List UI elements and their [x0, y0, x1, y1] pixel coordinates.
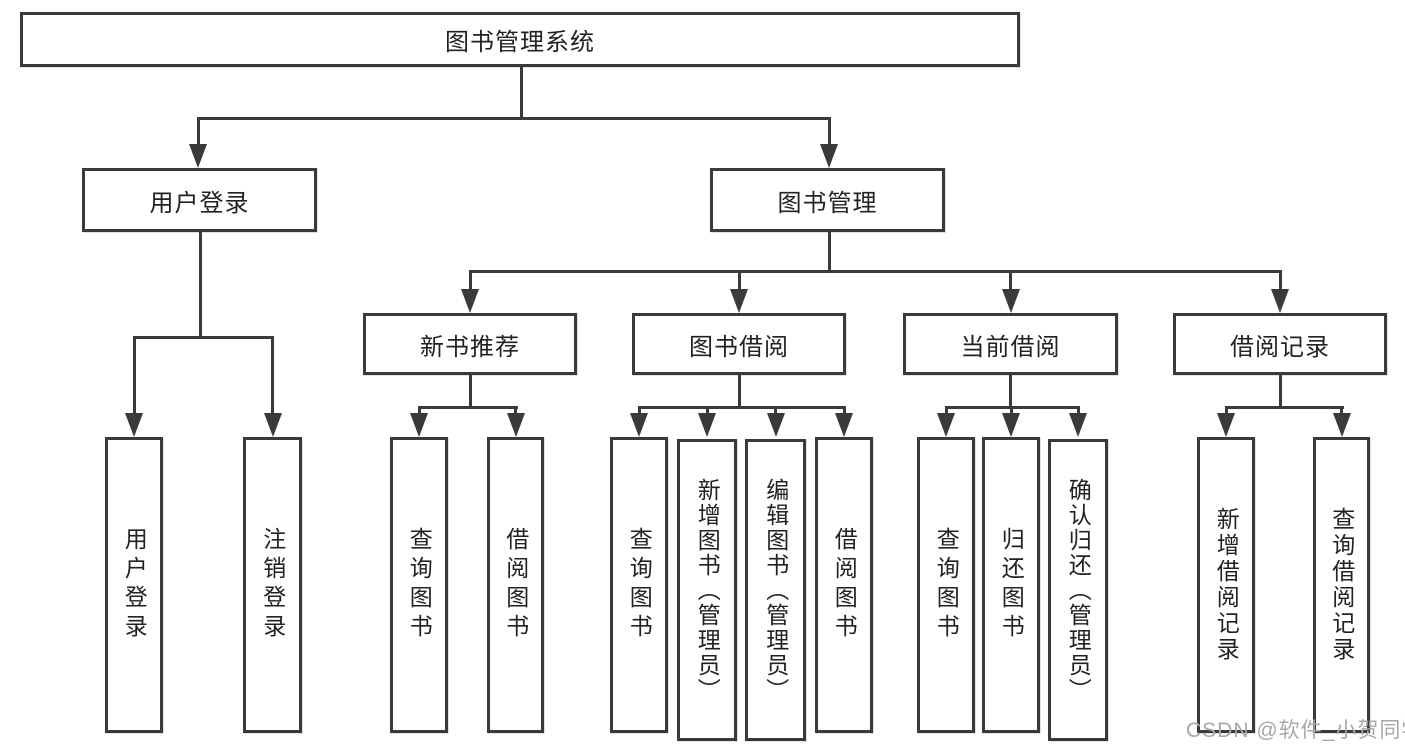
arrow-leaf	[944, 407, 948, 413]
connector-new-book-stub	[468, 375, 472, 408]
node-label: 图书借阅	[689, 333, 789, 361]
arrow-to-user-login	[196, 118, 200, 144]
node-user-login: 用户登录	[82, 168, 317, 232]
leaf-user-login: 用户登录	[105, 437, 163, 733]
arrow-to-leaf-logout	[271, 337, 274, 413]
leaf-borrow-books-recommend: 借阅图书	[487, 437, 544, 733]
leaf-query-borrow-record: 查询借阅记录	[1313, 437, 1370, 733]
leaf-label: 查询图书	[406, 527, 433, 643]
arrow-leaf	[637, 407, 641, 413]
arrow-leaf	[774, 407, 777, 413]
arrow-leaf	[1009, 407, 1013, 413]
connector-branch-book-borrow	[637, 406, 846, 409]
arrow-to-current-borrow	[1009, 271, 1012, 289]
arrow-to-book-management	[827, 118, 831, 144]
connector-root-stub	[520, 67, 523, 119]
connector-branch-new-book	[417, 406, 518, 409]
node-label: 借阅记录	[1230, 333, 1330, 361]
csdn-watermark: CSDN @软件_小贺同学	[1186, 719, 1405, 742]
arrow-leaf	[417, 407, 421, 413]
node-label: 用户登录	[149, 189, 250, 217]
leaf-label: 用户登录	[121, 527, 148, 643]
connector-branch-level3	[468, 270, 1282, 273]
leaf-add-borrow-record: 新增借阅记录	[1197, 437, 1255, 733]
node-label: 当前借阅	[960, 333, 1061, 361]
connector-branch-user-login	[132, 336, 274, 339]
arrow-leaf	[1076, 407, 1080, 413]
node-label: 图书管理	[777, 189, 878, 217]
connector-branch-level2	[197, 117, 831, 120]
leaf-label: 归还图书	[998, 527, 1025, 643]
leaf-label: 编辑图书（管理员）	[762, 477, 789, 703]
leaf-logout: 注销登录	[243, 437, 302, 733]
leaf-add-book-admin: 新增图书（管理员）	[677, 439, 737, 741]
arrow-to-borrow-records	[1278, 271, 1282, 289]
arrow-leaf	[1224, 407, 1228, 413]
node-borrow-records: 借阅记录	[1173, 313, 1387, 375]
leaf-label: 注销登录	[259, 527, 286, 643]
leaf-label: 查询图书	[933, 527, 960, 643]
leaf-query-books-recommend: 查询图书	[390, 437, 448, 733]
leaf-query-books-current: 查询图书	[917, 437, 975, 733]
leaf-label: 新增借阅记录	[1213, 507, 1240, 663]
connector-branch-borrow-records	[1224, 406, 1344, 409]
connector-user-login-stub	[198, 232, 202, 338]
node-book-borrow: 图书借阅	[632, 313, 846, 375]
arrow-leaf	[842, 407, 846, 413]
leaf-query-books-borrow: 查询图书	[610, 437, 668, 733]
connector-borrow-records-stub	[1278, 375, 1282, 408]
leaf-borrow-books: 借阅图书	[815, 437, 873, 733]
arrow-to-leaf-user-login	[132, 337, 136, 413]
node-book-management: 图书管理	[710, 168, 945, 232]
leaf-edit-book-admin: 编辑图书（管理员）	[745, 439, 806, 741]
connector-current-borrow-stub	[1009, 375, 1012, 408]
node-library-management-system: 图书管理系统	[20, 12, 1020, 67]
connector-book-borrow-stub	[737, 375, 741, 408]
leaf-label: 新增图书（管理员）	[694, 477, 721, 703]
node-label: 图书管理系统	[445, 29, 595, 56]
node-current-borrow: 当前借阅	[903, 313, 1118, 375]
leaf-label: 借阅图书	[831, 527, 858, 643]
node-label: 新书推荐	[420, 333, 520, 361]
leaf-label: 借阅图书	[502, 527, 529, 643]
arrow-leaf	[1340, 407, 1343, 413]
leaf-return-books: 归还图书	[982, 437, 1040, 733]
arrow-to-book-borrow	[737, 271, 741, 289]
leaf-label: 确认归还（管理员）	[1065, 477, 1092, 703]
leaf-confirm-return-admin: 确认归还（管理员）	[1048, 439, 1108, 741]
arrow-to-new-book	[468, 271, 472, 289]
leaf-label: 查询借阅记录	[1328, 507, 1355, 663]
arrow-leaf	[705, 407, 709, 413]
connector-book-management-stub	[827, 232, 831, 273]
arrow-leaf	[514, 407, 517, 413]
node-new-book-recommend: 新书推荐	[363, 313, 577, 375]
leaf-label: 查询图书	[626, 527, 653, 643]
